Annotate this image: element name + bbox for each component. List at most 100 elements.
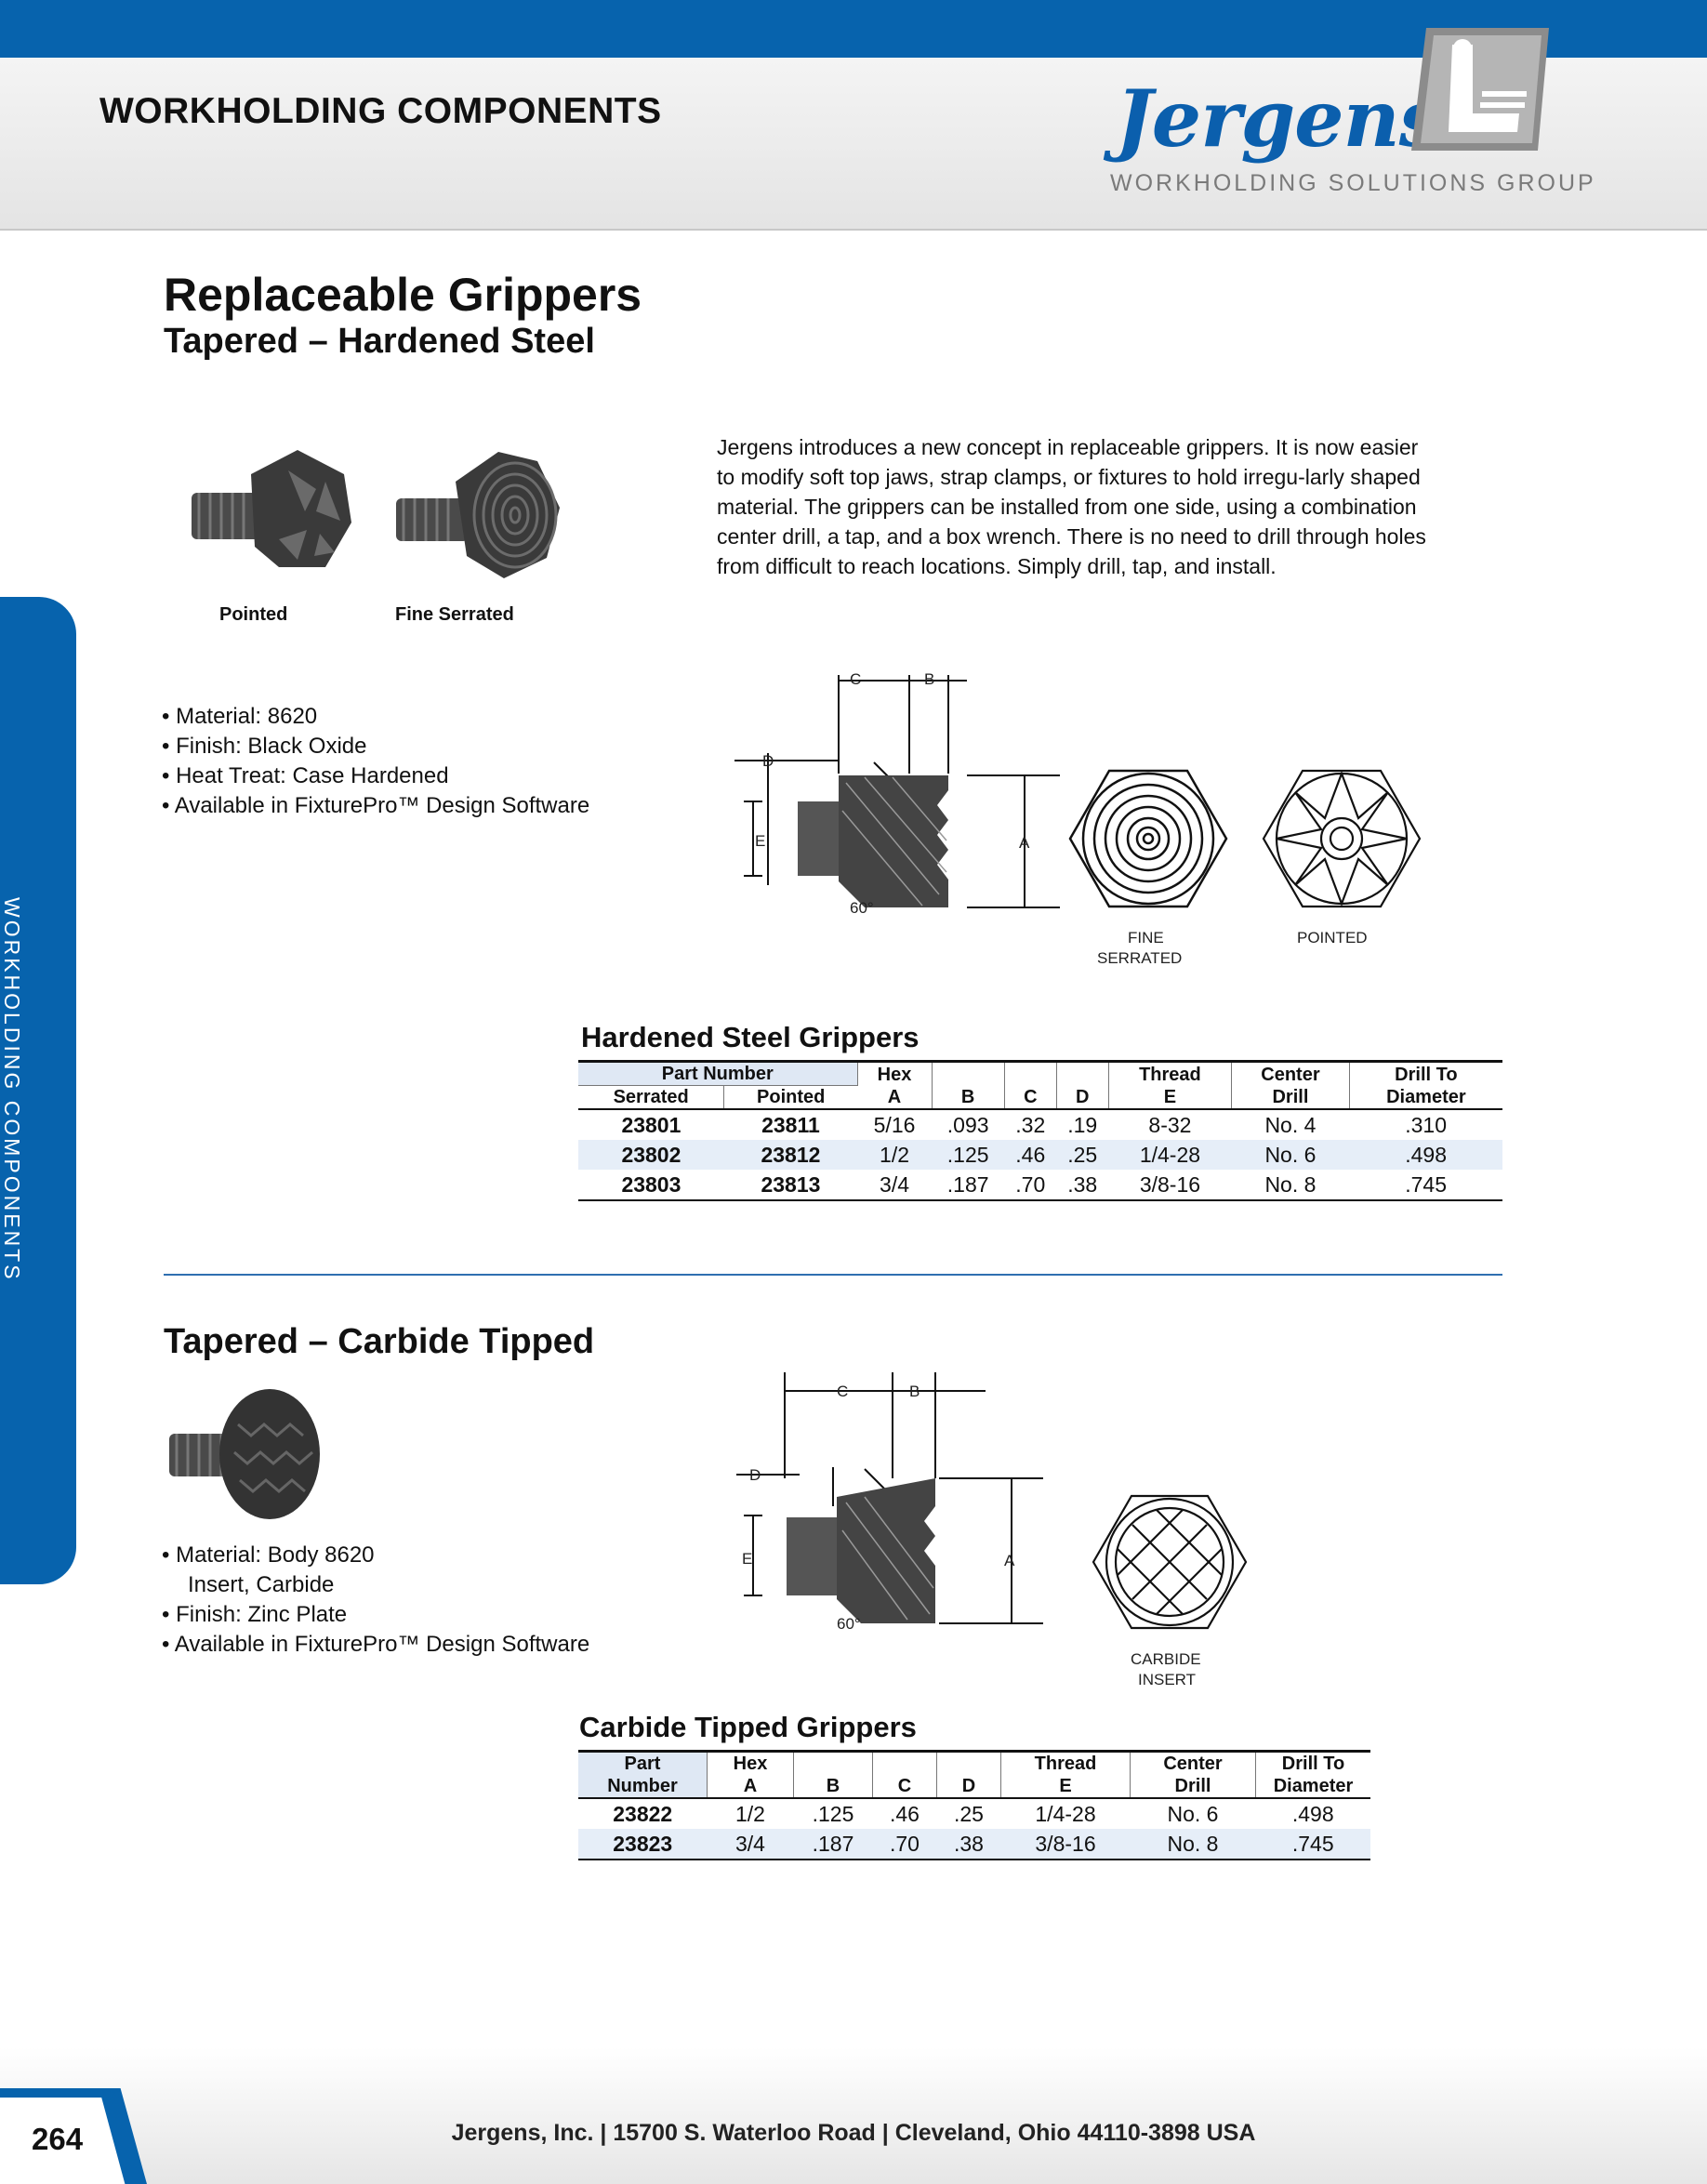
dim-e-label: E [755,832,765,850]
cell-serrated: 23803 [621,1172,681,1197]
col-header-d: D [936,1751,1001,1798]
carbide-gripper-drawing: C B D E A 60° CARBIDE INSERT [736,1372,1248,1688]
cell-b: .187 [946,1172,989,1197]
table-row: 23823 3/4 .187 .70 .38 3/8-16 No. 8 .745 [578,1829,1370,1860]
spec-item: • Finish: Zinc Plate [162,1602,348,1627]
cell-d: .38 [936,1829,1001,1860]
cell-b: .125 [932,1140,1005,1170]
dim-e-label: E [742,1550,752,1568]
cell-pointed: 23812 [723,1140,858,1170]
fine-label: FINE [1128,929,1164,946]
pointed-gripper-photo [192,450,351,567]
product-description: Jergens introduces a new concept in repl… [717,435,1426,578]
page-tab-inner [0,2098,126,2184]
cell-b: .125 [812,1802,854,1826]
cell-hex: 1/2 [857,1140,932,1170]
col-header-b: B [793,1751,873,1798]
spec-item: Insert, Carbide [188,1572,335,1597]
spec-item: • Available in FixturePro™ Design Softwa… [162,793,590,818]
cell-b: .187 [793,1829,873,1860]
product2-title: Tapered – Carbide Tipped [164,1322,595,1361]
cell-hex: 5/16 [873,1113,916,1137]
cell-d: .25 [954,1802,984,1826]
fine-serrated-end-view [1068,769,1228,908]
dim-d-label: D [749,1466,761,1484]
spec-item: • Material: Body 8620 [162,1542,375,1568]
col-header-c: C [1004,1061,1057,1109]
serrated-label: SERRATED [1097,949,1182,967]
pointed-end-view [1262,769,1422,908]
carbide-insert-end-view [1092,1494,1248,1630]
product1-specs-list: • Material: 8620 • Finish: Black Oxide •… [162,702,589,821]
angle-label: 60° [850,899,874,917]
cell-c: .46 [890,1802,920,1826]
table-row: 23822 1/2 .125 .46 .25 1/4-28 No. 6 .498 [578,1798,1370,1829]
cell-hex: 3/4 [880,1172,910,1197]
col-header-part-number: Part Number [578,1061,858,1086]
cell-center: No. 8 [1264,1172,1317,1197]
cell-c: .46 [1004,1140,1057,1170]
photo-caption-fine-serrated: Fine Serrated [395,604,514,625]
cell-c: .32 [1015,1113,1046,1137]
spec-item: • Material: 8620 [162,704,318,729]
dim-d-label: D [762,752,774,770]
cell-b: .093 [946,1113,989,1137]
cell-thread: 3/8-16 [1139,1172,1201,1197]
section-title: WORKHOLDING COMPONENTS [99,91,662,131]
cell-thread: 1/4-28 [1035,1802,1096,1826]
cell-part: 23822 [613,1802,673,1826]
cell-d: .25 [1056,1140,1109,1170]
cell-d: .38 [1067,1172,1098,1197]
page-number: 264 [32,2122,84,2156]
col-header-c: C [872,1751,937,1798]
cell-hex: 1/2 [735,1802,765,1826]
product2-specs-list: • Material: Body 8620 Insert, Carbide • … [162,1541,589,1660]
cell-pointed: 23813 [761,1172,821,1197]
cell-hex: 3/4 [707,1829,794,1860]
col-header-pointed: Pointed [723,1085,858,1109]
dim-b-label: B [909,1383,920,1400]
cell-thread: 8-32 [1148,1113,1192,1137]
cell-part: 23823 [578,1829,708,1860]
page-title: Replaceable Grippers [164,269,642,321]
footer-address: Jergens, Inc. | 15700 S. Waterloo Road |… [451,2120,1256,2146]
pointed-label: POINTED [1297,929,1368,946]
cell-d: .19 [1067,1113,1098,1137]
cell-serrated: 23802 [578,1140,724,1170]
brand-logo-text: Jergens [1116,73,1443,165]
cell-drill: .745 [1405,1172,1447,1197]
cell-drill: .498 [1291,1802,1334,1826]
top-bar [0,0,1707,58]
dim-b-label: B [924,670,934,688]
cell-thread: 3/8-16 [1000,1829,1131,1860]
spec-item: • Heat Treat: Case Hardened [162,763,449,788]
cell-center: No. 6 [1167,1802,1219,1826]
brand-logo-icon [1411,28,1549,151]
photo-caption-pointed: Pointed [219,604,288,625]
carbide-label: CARBIDE [1131,1650,1201,1668]
hardened-gripper-drawing: C B D E A 60° FINE SERRATED POINTED [734,670,1422,967]
spec-item: • Available in FixturePro™ Design Softwa… [162,1632,590,1657]
table-row: 23803 23813 3/4 .187 .70 .38 3/8-16 No. … [578,1170,1502,1200]
table-row: 23802 23812 1/2 .125 .46 .25 1/4-28 No. … [578,1140,1502,1170]
fine-serrated-gripper-photo [396,452,560,578]
spec-item: • Finish: Black Oxide [162,734,367,759]
insert-label: INSERT [1138,1671,1196,1688]
footer-band [0,2047,1707,2184]
table2-title: Carbide Tipped Grippers [579,1711,917,1743]
cell-drill: .310 [1405,1113,1447,1137]
cell-thread: 1/4-28 [1108,1140,1232,1170]
cell-drill: .745 [1255,1829,1370,1860]
side-tab [0,597,76,1584]
cell-pointed: 23811 [761,1113,820,1137]
table1-title: Hardened Steel Grippers [581,1021,920,1053]
cell-serrated: 23801 [621,1113,681,1137]
carbide-gripper-photo [169,1389,320,1519]
side-tab-label: WORKHOLDING COMPONENTS [0,897,24,1282]
section-divider [164,1274,1502,1276]
